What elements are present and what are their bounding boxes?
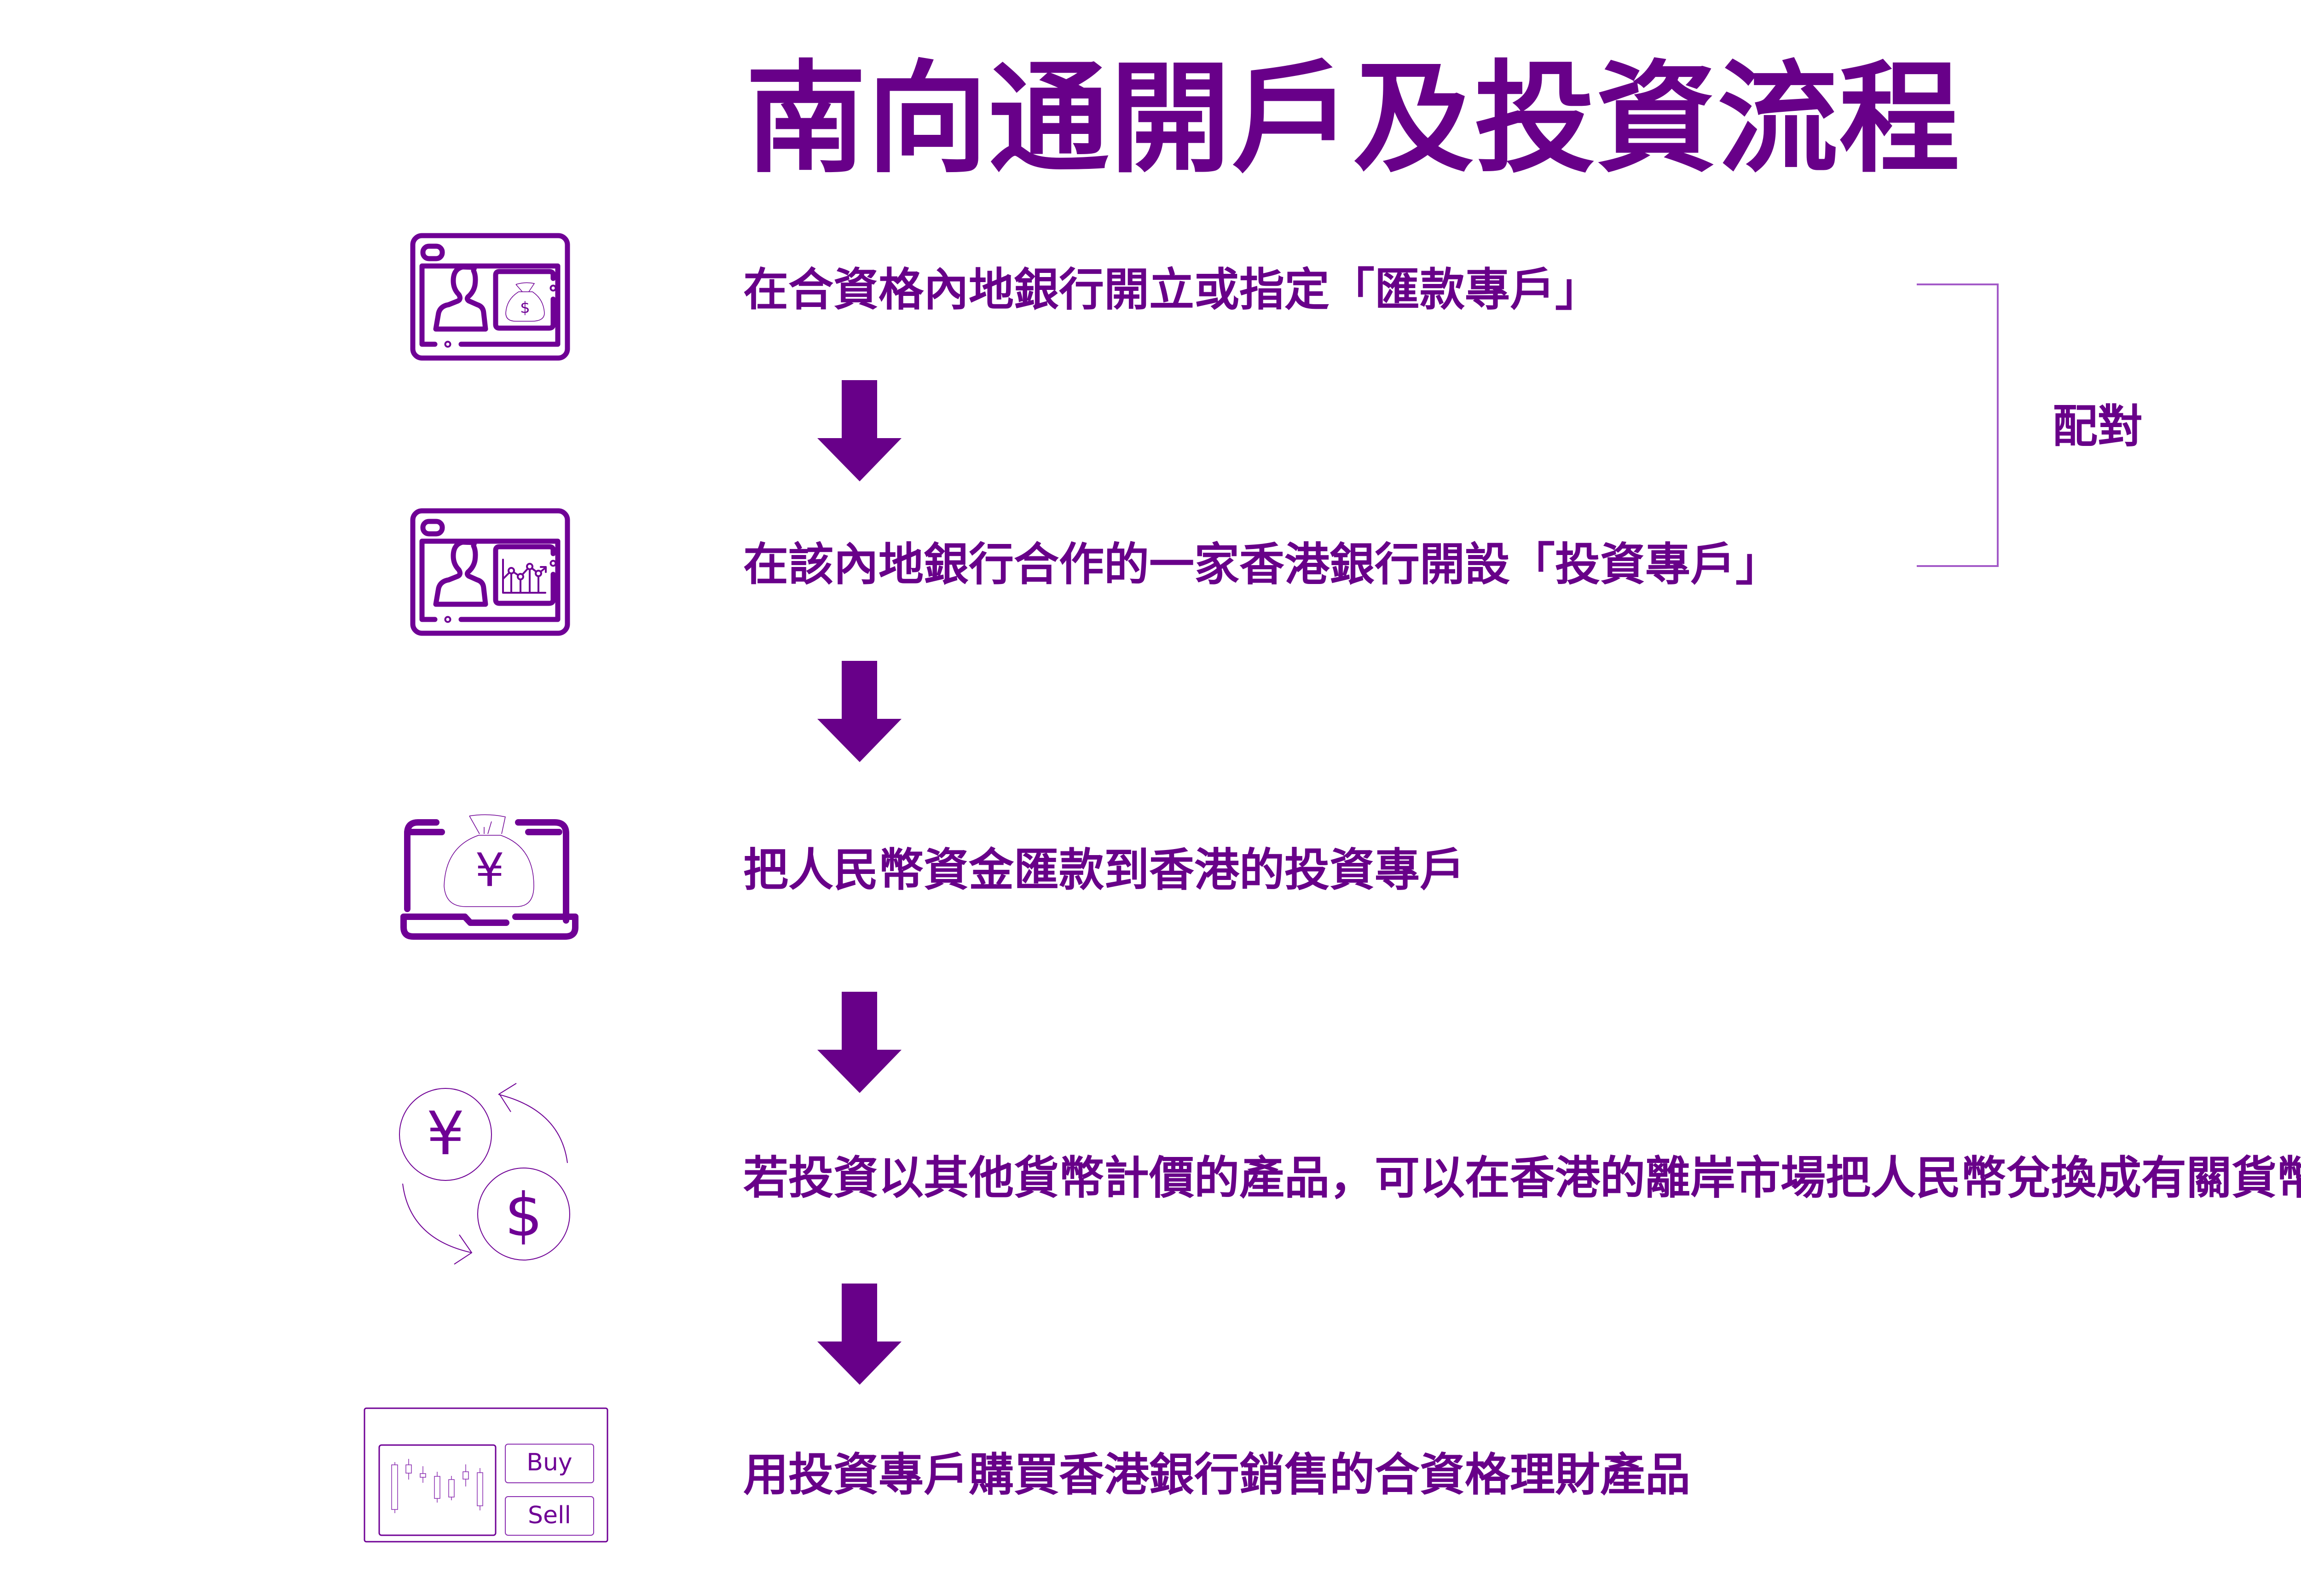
pairing-label: 配對 [2052,400,2143,453]
trading-panel-icon: Buy Sell [364,1407,608,1543]
browser-user-money-bag-icon: $ [410,233,570,361]
dollar-glyph: $ [520,299,530,317]
down-arrow-icon [817,1284,902,1385]
browser-user-chart-icon [410,508,570,636]
svg-text:Buy: Buy [526,1449,572,1476]
step-5-text: 用投資專戶購買香港銀行銷售的合資格理財產品 [743,1449,1691,1501]
step-2-text: 在該內地銀行合作的一家香港銀行開設「投資專戶」 [743,538,1781,591]
currency-exchange-yuan-dollar-icon: ¥ $ [399,1083,570,1265]
pairing-bracket [1917,283,1999,567]
yuan-glyph: ¥ [475,843,504,897]
dollar-glyph: $ [505,1180,543,1250]
step-3-text: 把人民幣資金匯款到香港的投資專戶 [743,844,1465,896]
svg-text:Sell: Sell [528,1502,571,1529]
page-title: 南向通開戶及投資流程 [746,49,1960,189]
yuan-glyph: ¥ [427,1099,465,1168]
down-arrow-icon [817,992,902,1093]
step-4-text: 若投資以其他貨幣計價的產品，可以在香港的離岸市場把人民幣兌換成有關貨幣 [743,1152,2301,1204]
down-arrow-icon [817,661,902,762]
buy-button: Buy [505,1444,594,1483]
sell-button: Sell [505,1496,594,1536]
down-arrow-icon [817,380,902,481]
step-1-text: 在合資格內地銀行開立或指定「匯款專戶」 [743,264,1601,316]
laptop-yuan-money-bag-icon: ¥ [400,814,578,940]
